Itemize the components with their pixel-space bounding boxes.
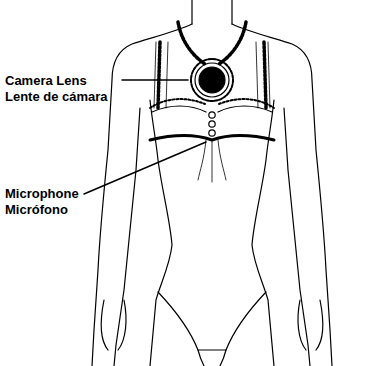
ruching bbox=[198, 140, 226, 182]
callout-label: Camera Lens bbox=[4, 73, 88, 88]
microphone-hole bbox=[209, 130, 215, 136]
callout-label: Lente de cámara bbox=[4, 89, 109, 104]
left-hand bbox=[101, 300, 126, 350]
callout-label: Micrófono bbox=[4, 202, 69, 217]
strap bbox=[158, 42, 266, 108]
right-arm-inner bbox=[284, 108, 310, 366]
leg-outline bbox=[198, 350, 226, 366]
strap-edge bbox=[154, 42, 270, 108]
necklace-chain bbox=[178, 22, 246, 64]
microphone-hole bbox=[209, 121, 215, 127]
right-hand bbox=[298, 300, 323, 350]
bra-cup-top bbox=[152, 106, 272, 112]
pendant-rim bbox=[195, 63, 229, 97]
neck-outline bbox=[192, 0, 232, 24]
pendant-frame bbox=[191, 59, 233, 101]
left-arm-inner bbox=[114, 108, 140, 366]
microphone-hole bbox=[209, 112, 215, 118]
camera-lens bbox=[199, 67, 225, 93]
callout-label: Microphone bbox=[4, 186, 80, 201]
leader-line bbox=[84, 142, 206, 194]
bodysuit-outline bbox=[158, 292, 266, 350]
leader-line bbox=[122, 79, 188, 81]
